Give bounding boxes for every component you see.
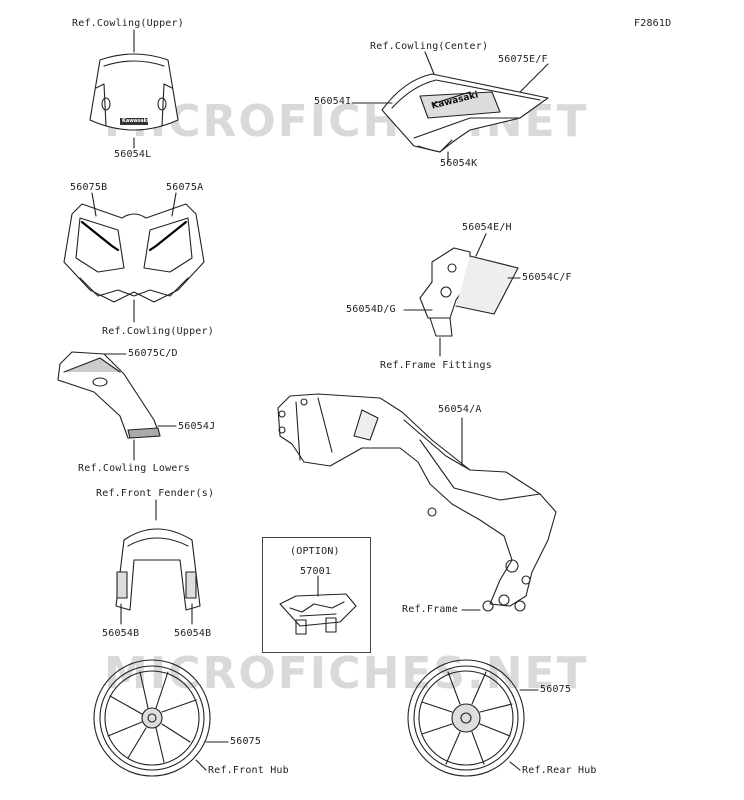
label-56075CD: 56075C/D <box>128 348 178 359</box>
cowling-lower-drawing <box>57 351 177 461</box>
option-part-drawing <box>279 575 357 635</box>
label-option: (OPTION) <box>290 546 340 557</box>
label-ref-front-fenders: Ref.Front Fender(s) <box>96 488 215 499</box>
label-56054DG: 56054D/G <box>346 304 396 315</box>
rear-wheel-drawing <box>407 659 539 777</box>
upper-cowling-drawing <box>63 192 205 323</box>
label-56054CF: 56054C/F <box>522 272 572 283</box>
label-56075-rear: 56075 <box>540 684 572 695</box>
label-ref-frame-fittings: Ref.Frame Fittings <box>380 360 492 371</box>
label-ref-rear-hub: Ref.Rear Hub <box>522 765 597 776</box>
label-ref-cowling-upper-top: Ref.Cowling(Upper) <box>72 18 184 29</box>
label-57001: 57001 <box>300 566 332 577</box>
label-56054I: 56054I <box>314 96 352 107</box>
label-56075A: 56075A <box>166 182 204 193</box>
label-ref-cowling-upper-mid: Ref.Cowling(Upper) <box>102 326 214 337</box>
label-56075B: 56075B <box>70 182 108 193</box>
watermark-bottom: MICROFICHES.NET <box>104 648 589 699</box>
option-box <box>262 537 371 653</box>
label-ref-cowling-center: Ref.Cowling(Center) <box>370 41 489 52</box>
front-wheel-drawing <box>93 659 229 777</box>
label-56054A: 56054/A <box>438 404 482 415</box>
windshield-drawing <box>89 29 179 149</box>
label-ref-cowling-lowers: Ref.Cowling Lowers <box>78 463 190 474</box>
label-ref-front-hub: Ref.Front Hub <box>208 765 289 776</box>
label-56075EF: 56075E/F <box>498 54 548 65</box>
frame-drawing <box>277 393 557 612</box>
front-fender-drawing <box>115 499 201 625</box>
label-ref-frame: Ref.Frame <box>402 604 458 615</box>
label-56075-front: 56075 <box>230 736 262 747</box>
center-cowling-drawing <box>351 51 549 163</box>
label-56054EH: 56054E/H <box>462 222 512 233</box>
label-56054J: 56054J <box>178 421 216 432</box>
label-56054B-right: 56054B <box>174 628 212 639</box>
label-56054B-left: 56054B <box>102 628 140 639</box>
windshield-kawasaki-logo: Kawasaki <box>122 118 149 124</box>
frame-fitting-drawing <box>403 233 521 357</box>
label-56054L: 56054L <box>114 149 152 160</box>
label-56054K: 56054K <box>440 158 478 169</box>
diagram-id: F2861D <box>634 18 672 29</box>
